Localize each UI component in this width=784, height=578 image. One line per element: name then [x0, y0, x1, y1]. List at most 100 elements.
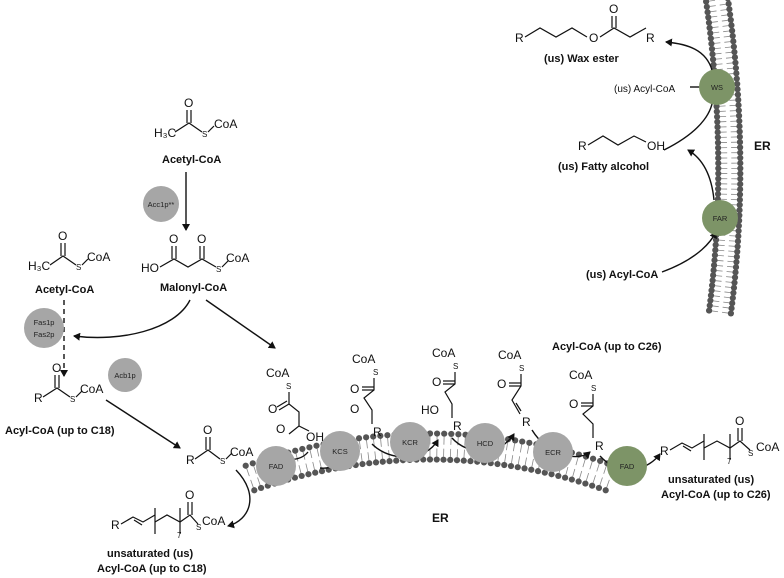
lipid-head — [708, 40, 715, 47]
lipid-head — [737, 170, 744, 177]
u26-r: R — [660, 444, 669, 458]
lipid-head — [704, 9, 711, 16]
lipid-head — [711, 257, 718, 264]
lipid-head — [733, 258, 740, 266]
enzyme-acc1p-label: Acc1p** — [148, 200, 175, 209]
u18-o: O — [185, 488, 194, 502]
lipid-head — [372, 459, 380, 466]
acylm-o: O — [203, 423, 212, 437]
enzyme-fad-left-label: FAD — [269, 462, 284, 471]
acetyl-top-s: S — [202, 130, 207, 139]
lipid-head — [731, 274, 739, 281]
lipid-head — [709, 56, 717, 63]
lipid-head — [501, 461, 508, 469]
unsat-c18-structure: R O S CoA 7 unsaturated (us) Acyl-CoA (u… — [97, 488, 225, 575]
lipid-head — [305, 471, 312, 478]
lipid-head — [725, 0, 732, 7]
acyl-c18-coa: CoA — [80, 382, 103, 396]
lipid-head — [710, 262, 718, 269]
malonyl-s: S — [216, 265, 221, 274]
lipid-head — [736, 117, 743, 125]
lipid-head — [714, 134, 721, 141]
lipid-head — [292, 447, 299, 454]
u26-coa: CoA — [756, 440, 779, 454]
acyl-coa-far-label: (us) Acyl-CoA — [586, 269, 658, 281]
lipid-head — [737, 154, 744, 161]
lipid-head — [727, 16, 734, 24]
lipid-head — [441, 430, 448, 437]
kcr-o2: O — [350, 402, 359, 416]
malonyl-coa-label: Malonyl-CoA — [160, 282, 227, 294]
lipid-head — [730, 289, 737, 297]
lipid-head — [714, 129, 721, 136]
acylm-s: S — [220, 457, 225, 466]
enoyl-structure: CoA S O R — [497, 348, 531, 429]
lipid-head — [602, 487, 609, 494]
wax-carbonyl-o: O — [609, 2, 618, 16]
u26-seven: 7 — [727, 457, 732, 466]
acetyl-coa-left-label: Acetyl-CoA — [35, 284, 94, 296]
acetyl-left-h3c: H₃C — [28, 259, 51, 273]
acylm-coa: CoA — [230, 445, 253, 459]
enzyme-kcr: KCR — [390, 422, 430, 462]
c26-r: R — [595, 439, 604, 453]
enzyme-ws-label: WS — [711, 83, 723, 92]
lipid-head — [735, 107, 742, 114]
hcd-r: R — [453, 419, 462, 433]
lipid-head — [715, 185, 722, 193]
lipid-head — [713, 113, 721, 120]
lipid-head — [730, 284, 738, 291]
lipid-head — [710, 272, 717, 279]
lipid-head — [582, 480, 589, 487]
lipid-head — [355, 435, 363, 442]
lipid-head — [726, 6, 733, 13]
lipid-head — [589, 482, 596, 489]
lipid-head — [526, 439, 533, 446]
lipid-head — [728, 22, 735, 29]
lipid-head — [727, 310, 735, 317]
hydroxyacyl-structure: CoA S O HO R — [421, 346, 462, 433]
enzyme-kcs: KCS — [320, 431, 360, 471]
lipid-head — [709, 277, 716, 284]
alc-r: R — [578, 139, 587, 153]
lipid-head — [528, 466, 535, 473]
ecr-coa: CoA — [498, 348, 521, 362]
alc-oh: OH — [647, 139, 665, 153]
lipid-head — [731, 48, 738, 56]
lipid-head — [705, 19, 713, 26]
lipid-head — [467, 458, 474, 465]
lipid-head — [710, 267, 717, 274]
malonyl-kcs-structure: CoA S O O OH — [266, 366, 324, 444]
lipid-head — [447, 456, 454, 464]
lipid-head — [735, 227, 742, 235]
kcr-r: R — [373, 425, 382, 439]
enzyme-fas2p-label: Fas2p — [34, 330, 55, 339]
lipid-head — [736, 201, 743, 209]
ecr-o1: O — [497, 377, 506, 391]
acetyl-top-coa: CoA — [214, 117, 237, 131]
enzyme-kcr-label: KCR — [402, 438, 418, 447]
acetyl-left-s: S — [76, 263, 81, 272]
lipid-head — [705, 14, 712, 21]
lipid-head — [708, 282, 716, 289]
u18-coa: CoA — [202, 514, 225, 528]
lipid-head — [597, 457, 604, 465]
acetyl-left-coa: CoA — [87, 250, 110, 264]
lipid-head — [709, 51, 716, 58]
lipid-head — [512, 437, 519, 444]
lipid-head — [494, 460, 501, 468]
u18-s: S — [196, 523, 201, 532]
unsat-c26-label-1: unsaturated (us) — [668, 474, 755, 486]
lipid-head — [521, 465, 528, 472]
lipid-head — [455, 431, 462, 438]
lipid-head — [359, 460, 366, 468]
wax-ester-label: (us) Wax ester — [544, 53, 620, 65]
acetyl-top-o: O — [184, 96, 193, 110]
u26-o: O — [735, 414, 744, 428]
lipid-head — [737, 160, 744, 167]
acyl-coa-c18-structure: R O S CoA Acyl-CoA (up to C18) — [5, 361, 115, 437]
lipid-head — [714, 190, 722, 198]
lipid-head — [707, 35, 714, 42]
